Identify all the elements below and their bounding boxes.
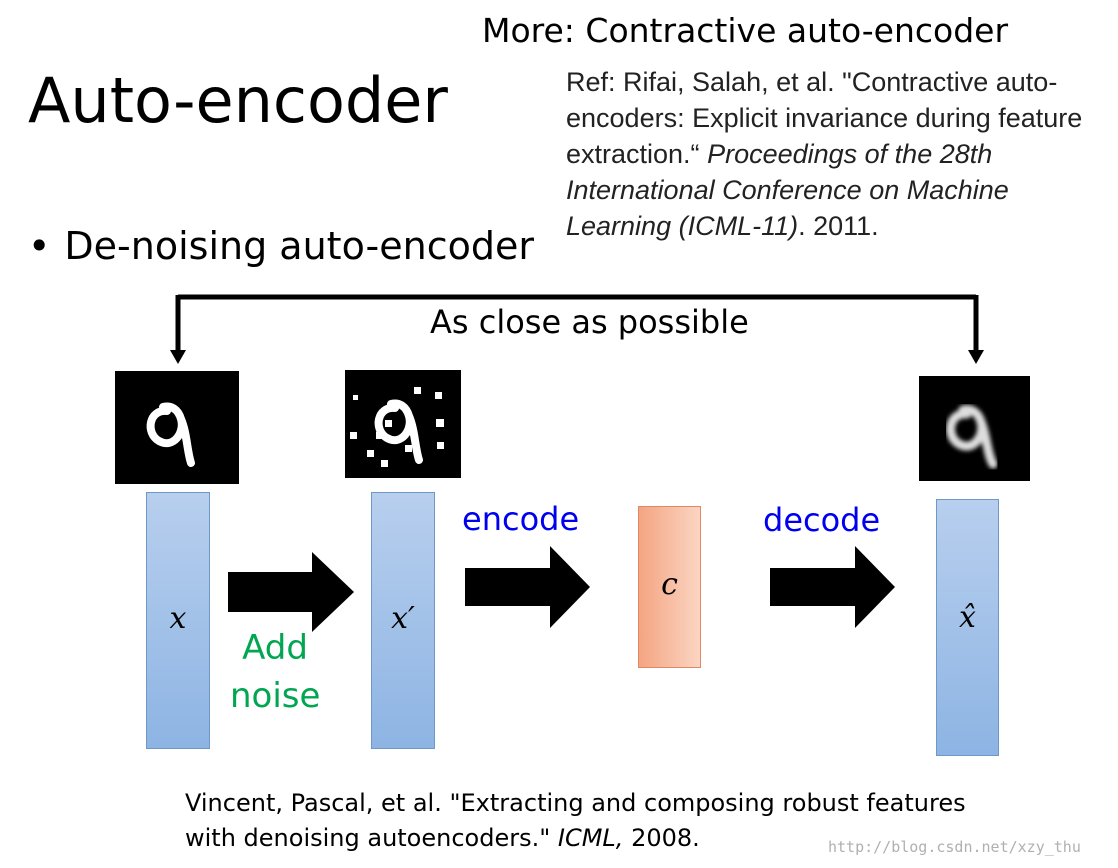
- reference-venue: Proceedings of the 28th International Co…: [566, 139, 1009, 241]
- reference-prefix: Ref: Rifai, Salah, et al. "Contractive a…: [566, 67, 1083, 169]
- more-heading: More: Contractive auto-encoder: [482, 11, 1009, 50]
- add-noise-arrow: [228, 552, 354, 632]
- reference-suffix: . 2011.: [798, 211, 879, 241]
- reference-citation: Ref: Rifai, Salah, et al. "Contractive a…: [566, 64, 1111, 244]
- slide-title: Auto-encoder: [28, 64, 448, 137]
- code-variable-c: c: [661, 567, 678, 602]
- feedback-bracket: [170, 294, 984, 364]
- footer-citation: Vincent, Pascal, et al. "Extracting and …: [185, 786, 966, 856]
- bullet-text: De-noising auto-encoder: [64, 224, 534, 268]
- footer-line2-prefix: with denoising autoencoders.": [185, 824, 558, 852]
- encode-label: encode: [462, 500, 580, 538]
- as-close-as-possible-label: As close as possible: [430, 303, 749, 341]
- noisy-input-bar: x′: [371, 492, 435, 749]
- footer-line1: Vincent, Pascal, et al. "Extracting and …: [185, 789, 966, 817]
- watermark: http://blog.csdn.net/xzy_thu: [828, 838, 1081, 856]
- bullet-item: • De-noising auto-encoder: [28, 224, 534, 268]
- decode-label: decode: [763, 501, 881, 539]
- input-variable-x: x: [169, 601, 187, 636]
- noisy-variable-x-prime: x′: [391, 601, 415, 636]
- decode-arrow: [770, 546, 895, 628]
- output-variable-x-hat: x̂: [959, 600, 976, 635]
- add-noise-line1: Add: [242, 628, 308, 668]
- input-digit-image: [115, 371, 239, 484]
- output-layer-bar: x̂: [936, 499, 999, 756]
- input-layer-bar: x: [146, 492, 210, 749]
- left-arrowhead: [170, 350, 186, 364]
- footer-venue: ICML,: [557, 824, 624, 852]
- add-noise-line2: noise: [230, 676, 321, 716]
- footer-suffix: 2008.: [623, 824, 700, 852]
- output-digit-image: [919, 376, 1030, 481]
- footer-line2: with denoising autoencoders." ICML, 2008…: [185, 821, 966, 856]
- code-box: c: [638, 506, 701, 668]
- encode-arrow: [465, 546, 590, 628]
- add-noise-label: Add noise: [230, 624, 320, 720]
- noisy-digit-image: [345, 370, 461, 478]
- bullet-dot: •: [28, 224, 51, 268]
- right-arrowhead: [968, 350, 984, 364]
